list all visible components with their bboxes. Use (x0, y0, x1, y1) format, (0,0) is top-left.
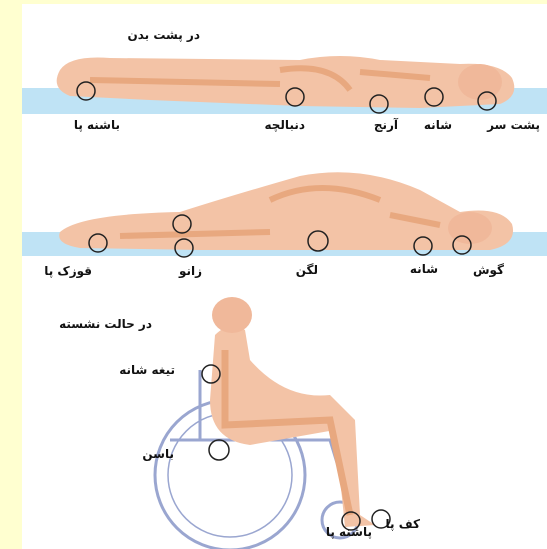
side-lying-figure-group: قوزک پا زانو لگن شانه گوش (22, 172, 547, 279)
label-sole: کف پا (386, 517, 420, 531)
label-knee: زانو (178, 264, 202, 279)
label-buttocks: باسن (142, 447, 174, 461)
section-title-supine: در پشت بدن (127, 28, 200, 42)
label-shoulder: شانه (424, 118, 452, 132)
label-back-of-head: پشت سر (486, 118, 540, 132)
label-heel-seated: پاشنه پا (326, 525, 372, 539)
label-shoulder-side: شانه (410, 262, 438, 276)
seated-head (212, 297, 252, 333)
label-tailbone: دنبالچه (265, 118, 306, 132)
seated-figure-group: در حالت نشسته تیغه شانه باسن پاشنه پا کف… (59, 297, 420, 549)
label-ear: گوش (473, 263, 504, 278)
supine-figure-group: در پشت بدن باشنه پا دنبالچه آرنج شانه پش… (22, 28, 547, 132)
label-hip: لگن (296, 263, 318, 277)
label-elbow: آرنج (374, 117, 399, 132)
section-title-seated: در حالت نشسته (59, 317, 152, 331)
label-ankle: قوزک پا (44, 264, 92, 279)
label-shoulder-blade: تیغه شانه (119, 363, 175, 377)
label-heel: باشنه پا (74, 118, 120, 132)
buttocks-marker (209, 440, 229, 460)
